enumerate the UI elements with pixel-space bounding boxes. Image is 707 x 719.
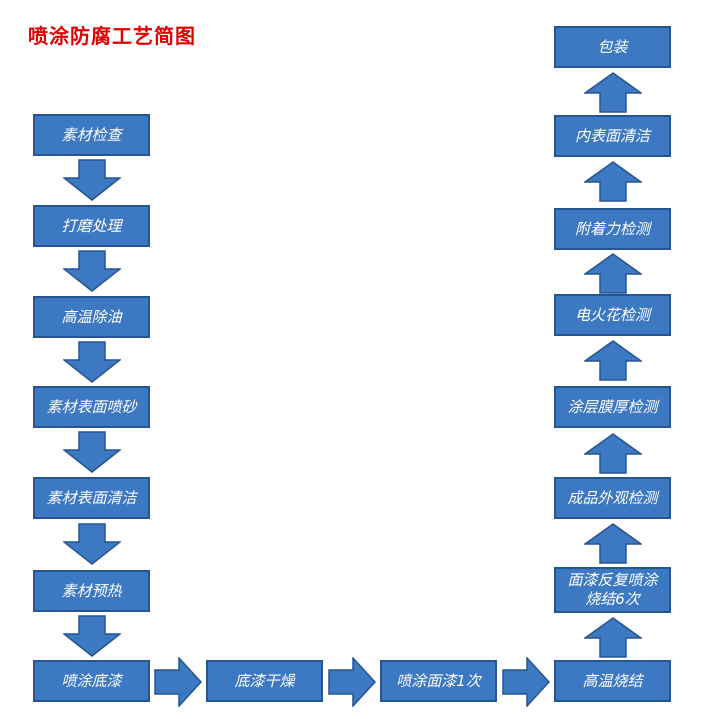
step-sandblasting: 素材表面喷砂 xyxy=(33,386,150,428)
step-label: 高温烧结 xyxy=(582,671,643,690)
arrow-up-icon xyxy=(584,340,642,381)
step-preheating: 素材预热 xyxy=(33,570,150,612)
diagram-title: 喷涂防腐工艺简图 xyxy=(28,24,196,48)
step-label: 素材表面喷砂 xyxy=(46,397,137,416)
step-high-temp-sintering: 高温烧结 xyxy=(554,660,671,702)
step-primer-spraying: 喷涂底漆 xyxy=(33,660,150,702)
step-grinding: 打磨处理 xyxy=(33,205,150,247)
arrow-up-icon xyxy=(584,161,642,202)
step-label: 喷涂底漆 xyxy=(61,671,122,690)
step-label: 附着力检测 xyxy=(574,219,650,238)
step-repeat-spray-sinter: 面漆反复喷涂烧结6次 xyxy=(554,567,671,613)
step-label: 成品外观检测 xyxy=(567,488,658,507)
step-primer-drying: 底漆干燥 xyxy=(206,660,323,702)
step-label: 喷涂面漆1次 xyxy=(396,671,481,690)
step-packaging: 包装 xyxy=(554,26,671,68)
arrow-right-icon xyxy=(154,657,202,707)
arrow-down-icon xyxy=(63,615,121,657)
arrow-up-icon xyxy=(584,72,642,113)
arrow-up-icon xyxy=(584,617,642,658)
arrow-right-icon xyxy=(502,657,550,707)
arrow-up-icon xyxy=(584,433,642,474)
step-label: 底漆干燥 xyxy=(234,671,295,690)
arrow-right-icon xyxy=(328,657,376,707)
arrow-down-icon xyxy=(63,159,121,201)
step-label: 涂层膜厚检测 xyxy=(567,397,658,416)
step-adhesion-test: 附着力检测 xyxy=(554,208,671,250)
step-label-line1: 面漆反复喷涂 xyxy=(567,571,658,589)
step-label: 素材预热 xyxy=(61,581,122,600)
arrow-down-icon xyxy=(63,523,121,565)
step-label: 包装 xyxy=(597,37,628,56)
step-label: 高温除油 xyxy=(61,307,122,326)
arrow-down-icon xyxy=(63,341,121,383)
arrow-up-icon xyxy=(584,253,642,294)
step-coating-thickness-inspection: 涂层膜厚检测 xyxy=(554,386,671,428)
step-topcoat-spraying: 喷涂面漆1次 xyxy=(380,660,497,702)
step-appearance-inspection: 成品外观检测 xyxy=(554,477,671,519)
arrow-down-icon xyxy=(63,250,121,292)
step-degreasing: 高温除油 xyxy=(33,296,150,338)
step-label: 打磨处理 xyxy=(61,216,122,235)
step-spark-test: 电火花检测 xyxy=(554,294,671,336)
step-label: 内表面清洁 xyxy=(574,126,650,145)
arrow-down-icon xyxy=(63,431,121,473)
arrow-up-icon xyxy=(584,523,642,564)
step-label: 电火花检测 xyxy=(574,305,650,324)
step-label: 素材表面清洁 xyxy=(46,488,137,507)
step-label: 素材检查 xyxy=(61,125,122,144)
step-material-inspection: 素材检查 xyxy=(33,114,150,156)
step-label-line2: 烧结6次 xyxy=(585,590,640,608)
step-inner-surface-cleaning: 内表面清洁 xyxy=(554,115,671,157)
step-surface-cleaning: 素材表面清洁 xyxy=(33,477,150,519)
